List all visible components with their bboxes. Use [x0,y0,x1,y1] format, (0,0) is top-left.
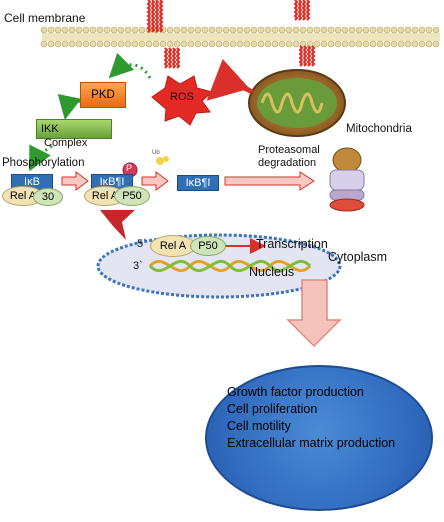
cell-membrane-label: Cell membrane [4,11,86,25]
complex-label: Complex [44,137,88,149]
p50-oval-1: P50 [114,186,150,206]
ubiquitin-label: Ub [152,150,160,156]
mitochondria-icon [248,69,346,137]
phosphorylation-label: Phosphorylation [2,157,85,169]
outcomes-oval [205,365,433,511]
mito-to-ros-arrow [206,59,254,101]
three-prime-label: 3` [133,260,143,272]
outcome-item: Cell motility [227,419,291,433]
ros-label: ROS [170,91,194,103]
outcome-item: Cell proliferation [227,402,318,416]
cell-membrane [40,26,440,48]
outcome-item: Growth factor production [227,385,364,399]
five-prime-label: 5` [137,238,147,250]
nucleus-label: Nucleus [249,265,295,279]
pkd-box: PKD [80,82,126,108]
flow-arrows [61,171,315,191]
ubiquitin-icon [156,156,169,165]
phosphate-label: P [126,163,133,173]
outcome-item: Extracellular matrix production [227,436,396,450]
proteasomal-label: Proteasomal [258,144,320,156]
cytoplasm-label: Cytoplasm [328,250,388,264]
pkd-to-ikk-arrow [57,93,93,120]
ikk-label: IKK [41,123,59,135]
p50-oval-2: P50 [190,236,226,256]
transcription-label: Transcription [256,237,328,251]
outcome-arrow [286,279,342,348]
rel-a-oval-3: Rel A [150,235,196,257]
degradation-label: degradation [258,157,317,169]
p30-oval: 30 [33,188,63,206]
outcome-list: Growth factor production Cell proliferat… [227,384,395,452]
dna-helix-icon [148,259,312,273]
ikb-box-3: IκB¶I [177,175,219,191]
translocation-funnel [100,210,135,240]
mitochondria-label: Mitochondria [346,123,412,135]
ikk-box: IKK [36,119,112,139]
proteasome-icon [329,147,365,212]
ros-burst-icon [151,75,214,126]
ros-to-pkd-arrow [108,52,152,79]
membrane-signals [146,0,316,69]
rel-a-oval-1: Rel A [2,186,44,206]
